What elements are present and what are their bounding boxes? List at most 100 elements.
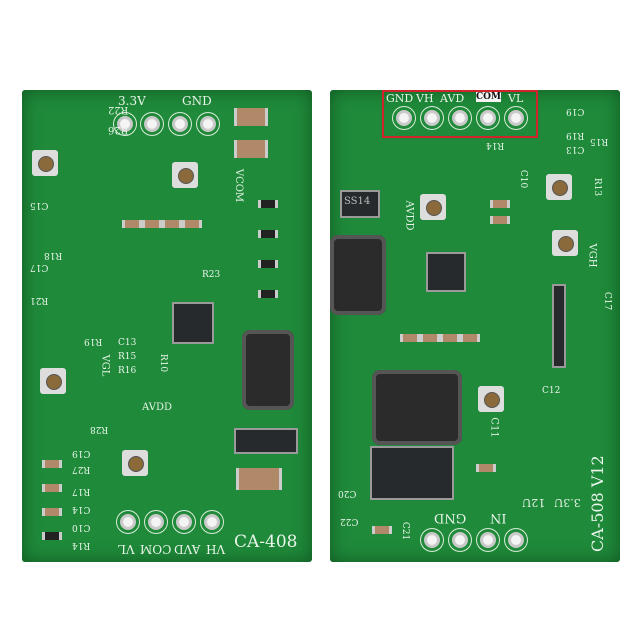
label-r19: R19 (566, 130, 585, 140)
label-input-in: IN (490, 510, 507, 525)
label-r28: R28 (90, 424, 109, 434)
label-com: COM (476, 92, 501, 102)
diode-ss14: SS14 (340, 190, 380, 218)
label-c15: C15 (30, 200, 49, 210)
inductor-101 (330, 235, 386, 315)
label-ss14: SS14 (344, 196, 371, 207)
label-com: COM (140, 542, 172, 556)
capacitor (234, 140, 268, 158)
label-c17: C17 (30, 262, 49, 272)
label-r26: R26 (108, 124, 129, 135)
pad (172, 116, 188, 132)
label-vcom: C11 (488, 417, 500, 438)
pad (120, 514, 136, 530)
label-c22: C22 (340, 516, 359, 526)
label-r10: R10 (158, 353, 169, 373)
trimmer-potentiometer (420, 194, 446, 220)
pcb-ca-408: 3.3V GND R22 R26 VCOM VGL AVDD C15 C17 R… (22, 90, 312, 562)
capacitor (420, 334, 440, 342)
trimmer-potentiometer (552, 230, 578, 256)
pad (148, 514, 164, 530)
label-r18: R18 (44, 250, 63, 260)
capacitor (236, 468, 282, 490)
pad (144, 116, 160, 132)
label-c13: C13 (566, 144, 585, 154)
label-avd: AVD (440, 92, 465, 105)
label-c14: C14 (72, 504, 91, 514)
trimmer-potentiometer (40, 368, 66, 394)
label-r15: R15 (590, 136, 609, 146)
capacitor (42, 484, 62, 492)
resistor (258, 290, 278, 298)
resistor (258, 260, 278, 268)
pad (204, 514, 220, 530)
label-c20: C20 (338, 488, 357, 498)
label-vgh: VGH (586, 243, 598, 268)
capacitor (182, 220, 202, 228)
label-r17: R17 (72, 486, 91, 496)
pad (424, 532, 440, 548)
pad (452, 110, 468, 126)
label-vcom: VCOM (233, 168, 245, 203)
controller-chip (172, 302, 214, 344)
controller-chip-u1 (426, 252, 466, 292)
pad (424, 110, 440, 126)
board-model-label: CA-508 V12 (588, 455, 607, 552)
label-r14: R14 (486, 140, 505, 150)
label-r15: R15 (118, 352, 137, 362)
capacitor (490, 200, 510, 208)
resistor (258, 200, 278, 208)
label-c19: C19 (566, 106, 585, 116)
trimmer-potentiometer (478, 386, 504, 412)
label-3v3: 3.3V (118, 94, 146, 108)
capacitor (372, 526, 392, 534)
header-highlight-box (382, 90, 538, 138)
capacitor (234, 108, 268, 126)
trimmer-potentiometer (172, 162, 198, 188)
label-c10: C10 (72, 522, 91, 532)
capacitor (440, 334, 460, 342)
label-c10: C10 (518, 169, 529, 189)
pad (508, 532, 524, 548)
pad (117, 116, 133, 132)
inductor-220 (372, 370, 462, 445)
resistor (42, 532, 62, 540)
capacitor (476, 464, 496, 472)
capacitor (460, 334, 480, 342)
pad (480, 110, 496, 126)
trimmer-potentiometer (122, 450, 148, 476)
trimmer-potentiometer (546, 174, 572, 200)
label-r16: R16 (118, 366, 137, 376)
label-c13: C13 (118, 338, 137, 348)
label-r19: R19 (84, 336, 103, 346)
board-model-label: CA-408 (234, 532, 298, 552)
label-avdd: AVDD (142, 402, 172, 413)
label-vh: VH (206, 542, 226, 556)
regulator-chip (370, 446, 454, 500)
label-avdd: AVDD (403, 200, 415, 231)
pad (452, 532, 468, 548)
label-c19: C19 (72, 448, 91, 458)
capacitor (490, 216, 510, 224)
inductor (242, 330, 294, 410)
label-vl: VL (118, 542, 135, 556)
capacitor (400, 334, 420, 342)
label-avd: AVD (174, 542, 201, 556)
label-r21: R21 (30, 295, 49, 305)
label-gnd: GND (386, 92, 414, 105)
capacitor (42, 508, 62, 516)
label-r23: R23 (202, 270, 221, 280)
label-12v: 12U (522, 496, 546, 509)
capacitor (122, 220, 142, 228)
capacitor (142, 220, 162, 228)
pad (200, 116, 216, 132)
label-3v3: 3.3U (554, 496, 581, 509)
pad (480, 532, 496, 548)
label-r14: R14 (72, 540, 91, 550)
label-r22: R22 (108, 104, 129, 115)
pcb-ca-508: GND VH AVD COM VL SS14 AVDD VGH C11 R14 … (330, 90, 620, 562)
resistor (258, 230, 278, 238)
capacitor (42, 460, 62, 468)
label-r13: R13 (592, 177, 603, 197)
capacitor (162, 220, 182, 228)
